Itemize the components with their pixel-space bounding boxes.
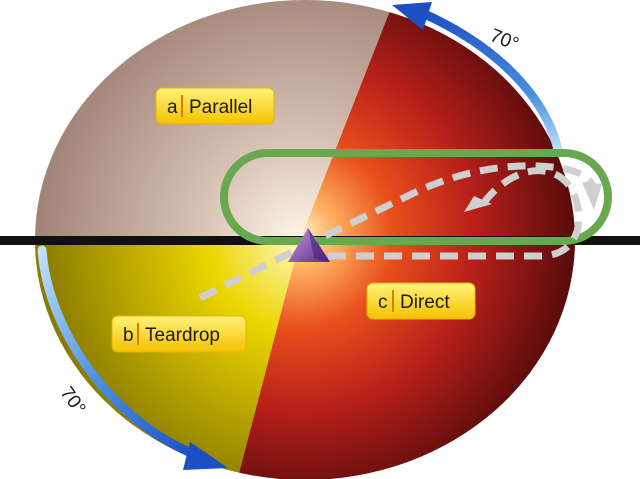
label-parallel-letter: a bbox=[167, 97, 178, 118]
bottom-angle-label: 70° bbox=[56, 383, 90, 419]
label-direct-name: Direct bbox=[400, 292, 450, 313]
label-parallel-name: Parallel bbox=[189, 97, 252, 118]
label-teardrop-name: Teardrop bbox=[145, 325, 220, 346]
label-teardrop: b Teardrop bbox=[111, 315, 247, 353]
label-direct-letter: c bbox=[378, 292, 388, 313]
triangle-fix-icon bbox=[288, 228, 330, 262]
entry-arrowhead-right-icon bbox=[582, 182, 602, 210]
label-direct: c Direct bbox=[366, 282, 476, 320]
holding-pattern-racetrack bbox=[220, 149, 612, 245]
label-parallel: a Parallel bbox=[155, 87, 275, 125]
bottom-angle-arc-icon bbox=[37, 245, 228, 470]
top-angle-arc-icon bbox=[392, 2, 563, 155]
entry-arrowhead-left-icon bbox=[464, 196, 492, 212]
label-teardrop-letter: b bbox=[123, 325, 134, 346]
